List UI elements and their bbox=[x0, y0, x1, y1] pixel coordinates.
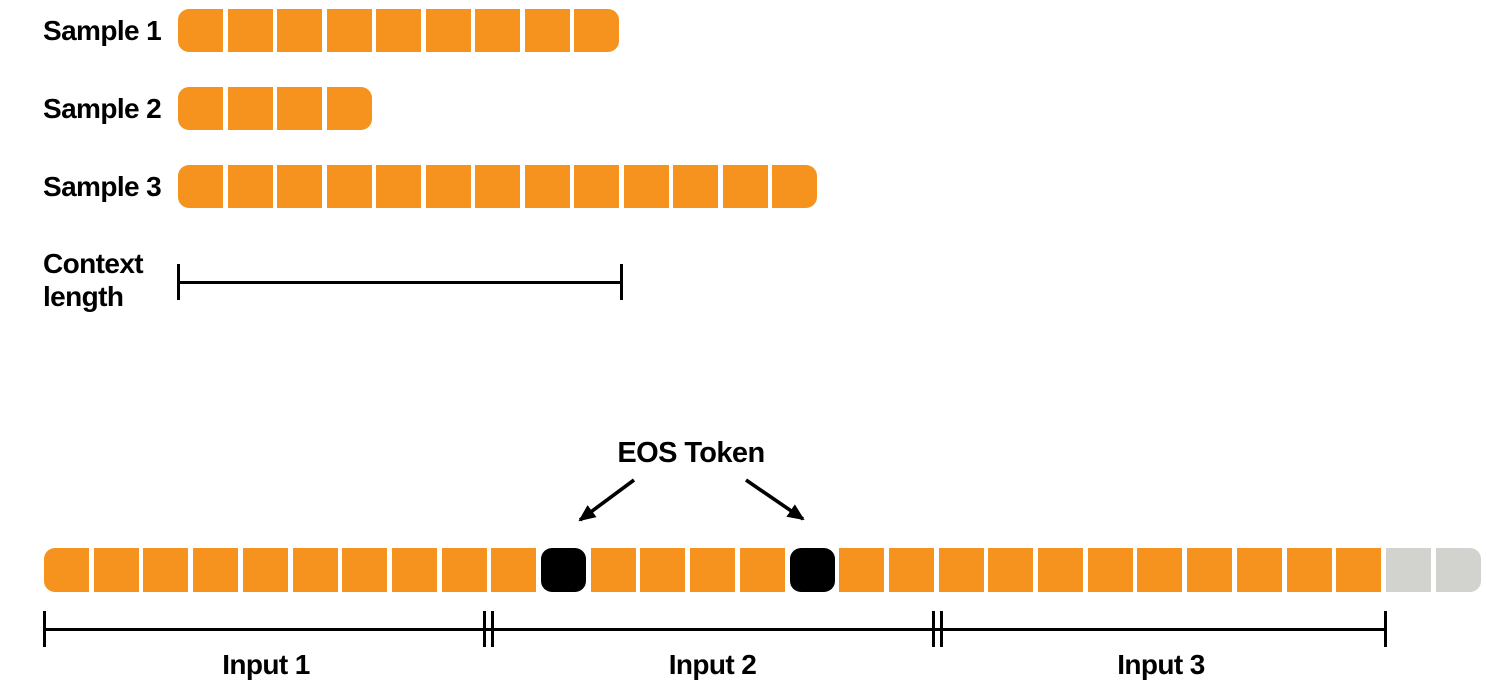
packed-token-cell bbox=[491, 548, 537, 592]
packed-token-cell bbox=[1087, 548, 1133, 592]
context-length-label: Context length bbox=[43, 247, 144, 313]
sample-1-token bbox=[178, 9, 223, 52]
packed-token-cell bbox=[1236, 548, 1282, 592]
input-boundary-1-tick-b bbox=[491, 611, 494, 647]
packed-token-cell bbox=[1286, 548, 1332, 592]
context-bracket-left-tick bbox=[177, 264, 180, 300]
input-bracket-start-tick bbox=[43, 611, 46, 647]
packed-token-cell bbox=[938, 548, 984, 592]
sample-1-token bbox=[376, 9, 421, 52]
sample-3-label: Sample 3 bbox=[43, 171, 162, 202]
packed-token-cell bbox=[193, 548, 239, 592]
sample-1-token bbox=[326, 9, 372, 52]
packed-token-cell bbox=[242, 548, 288, 592]
context-length-label-line1: Context bbox=[43, 248, 144, 279]
sample-3-token bbox=[673, 165, 718, 208]
packed-token-cell bbox=[143, 548, 189, 592]
eos-token-cell bbox=[789, 548, 835, 592]
eos-token-cell bbox=[541, 548, 586, 592]
context-length-label-line2: length bbox=[43, 281, 124, 312]
eos-arrows bbox=[578, 478, 805, 522]
sample-3-token bbox=[574, 165, 619, 208]
packed-token-cell bbox=[342, 548, 388, 592]
context-bracket-right-tick bbox=[620, 264, 623, 300]
packed-token-cell bbox=[988, 548, 1034, 592]
packed-token-cell bbox=[839, 548, 885, 592]
sample-3-token bbox=[524, 165, 570, 208]
sample-2-token bbox=[326, 87, 372, 130]
sample-2-token bbox=[178, 87, 223, 130]
leftover-token-cell bbox=[1435, 548, 1481, 592]
sample-2-label: Sample 2 bbox=[43, 93, 162, 124]
sample-3-token bbox=[425, 165, 471, 208]
packed-token-cell bbox=[640, 548, 686, 592]
packed-token-cell bbox=[1187, 548, 1233, 592]
sample-3-token bbox=[376, 165, 421, 208]
packed-token-cell bbox=[1038, 548, 1083, 592]
sample-1-label: Sample 1 bbox=[43, 15, 162, 46]
packed-token-cell bbox=[1336, 548, 1382, 592]
input-bracket-end-tick bbox=[1384, 611, 1387, 647]
sample-3-token bbox=[326, 165, 372, 208]
eos-arrow-right bbox=[744, 478, 805, 521]
sample-3-token bbox=[178, 165, 223, 208]
leftover-token-cell bbox=[1385, 548, 1431, 592]
sample-1-token bbox=[227, 9, 273, 52]
sample-3-token bbox=[623, 165, 669, 208]
input-2-label: Input 2 bbox=[668, 649, 757, 680]
sample-3-token bbox=[227, 165, 273, 208]
input-boundary-2-tick-b bbox=[940, 611, 943, 647]
sample-1-token bbox=[475, 9, 520, 52]
packed-token-cell bbox=[292, 548, 338, 592]
packed-token-cell bbox=[391, 548, 437, 592]
sample-3-token bbox=[722, 165, 768, 208]
packed-token-cell bbox=[441, 548, 487, 592]
sample-3-token bbox=[475, 165, 520, 208]
sample-3-token bbox=[772, 165, 817, 208]
input-1-label: Input 1 bbox=[222, 649, 310, 680]
packed-token-cell bbox=[690, 548, 736, 592]
sample-2-token bbox=[227, 87, 273, 130]
eos-arrow-left bbox=[578, 478, 636, 522]
sample-1-token bbox=[574, 9, 619, 52]
packed-token-cell bbox=[44, 548, 89, 592]
packed-token-cell bbox=[93, 548, 139, 592]
sample-3-token bbox=[277, 165, 322, 208]
packed-token-cell bbox=[1137, 548, 1183, 592]
context-bracket-line bbox=[178, 281, 622, 284]
packed-token-cell bbox=[590, 548, 636, 592]
packed-token-cell bbox=[739, 548, 785, 592]
packed-token-cell bbox=[888, 548, 934, 592]
input-boundary-2-tick-a bbox=[932, 611, 935, 647]
sample-1-token bbox=[524, 9, 570, 52]
sample-1-token bbox=[277, 9, 322, 52]
eos-token-label: EOS Token bbox=[617, 437, 765, 469]
sample-2-token bbox=[277, 87, 322, 130]
input-3-label: Input 3 bbox=[1117, 649, 1205, 680]
sample-1-token bbox=[425, 9, 471, 52]
input-bracket-line bbox=[44, 628, 1385, 631]
input-boundary-1-tick-a bbox=[483, 611, 486, 647]
